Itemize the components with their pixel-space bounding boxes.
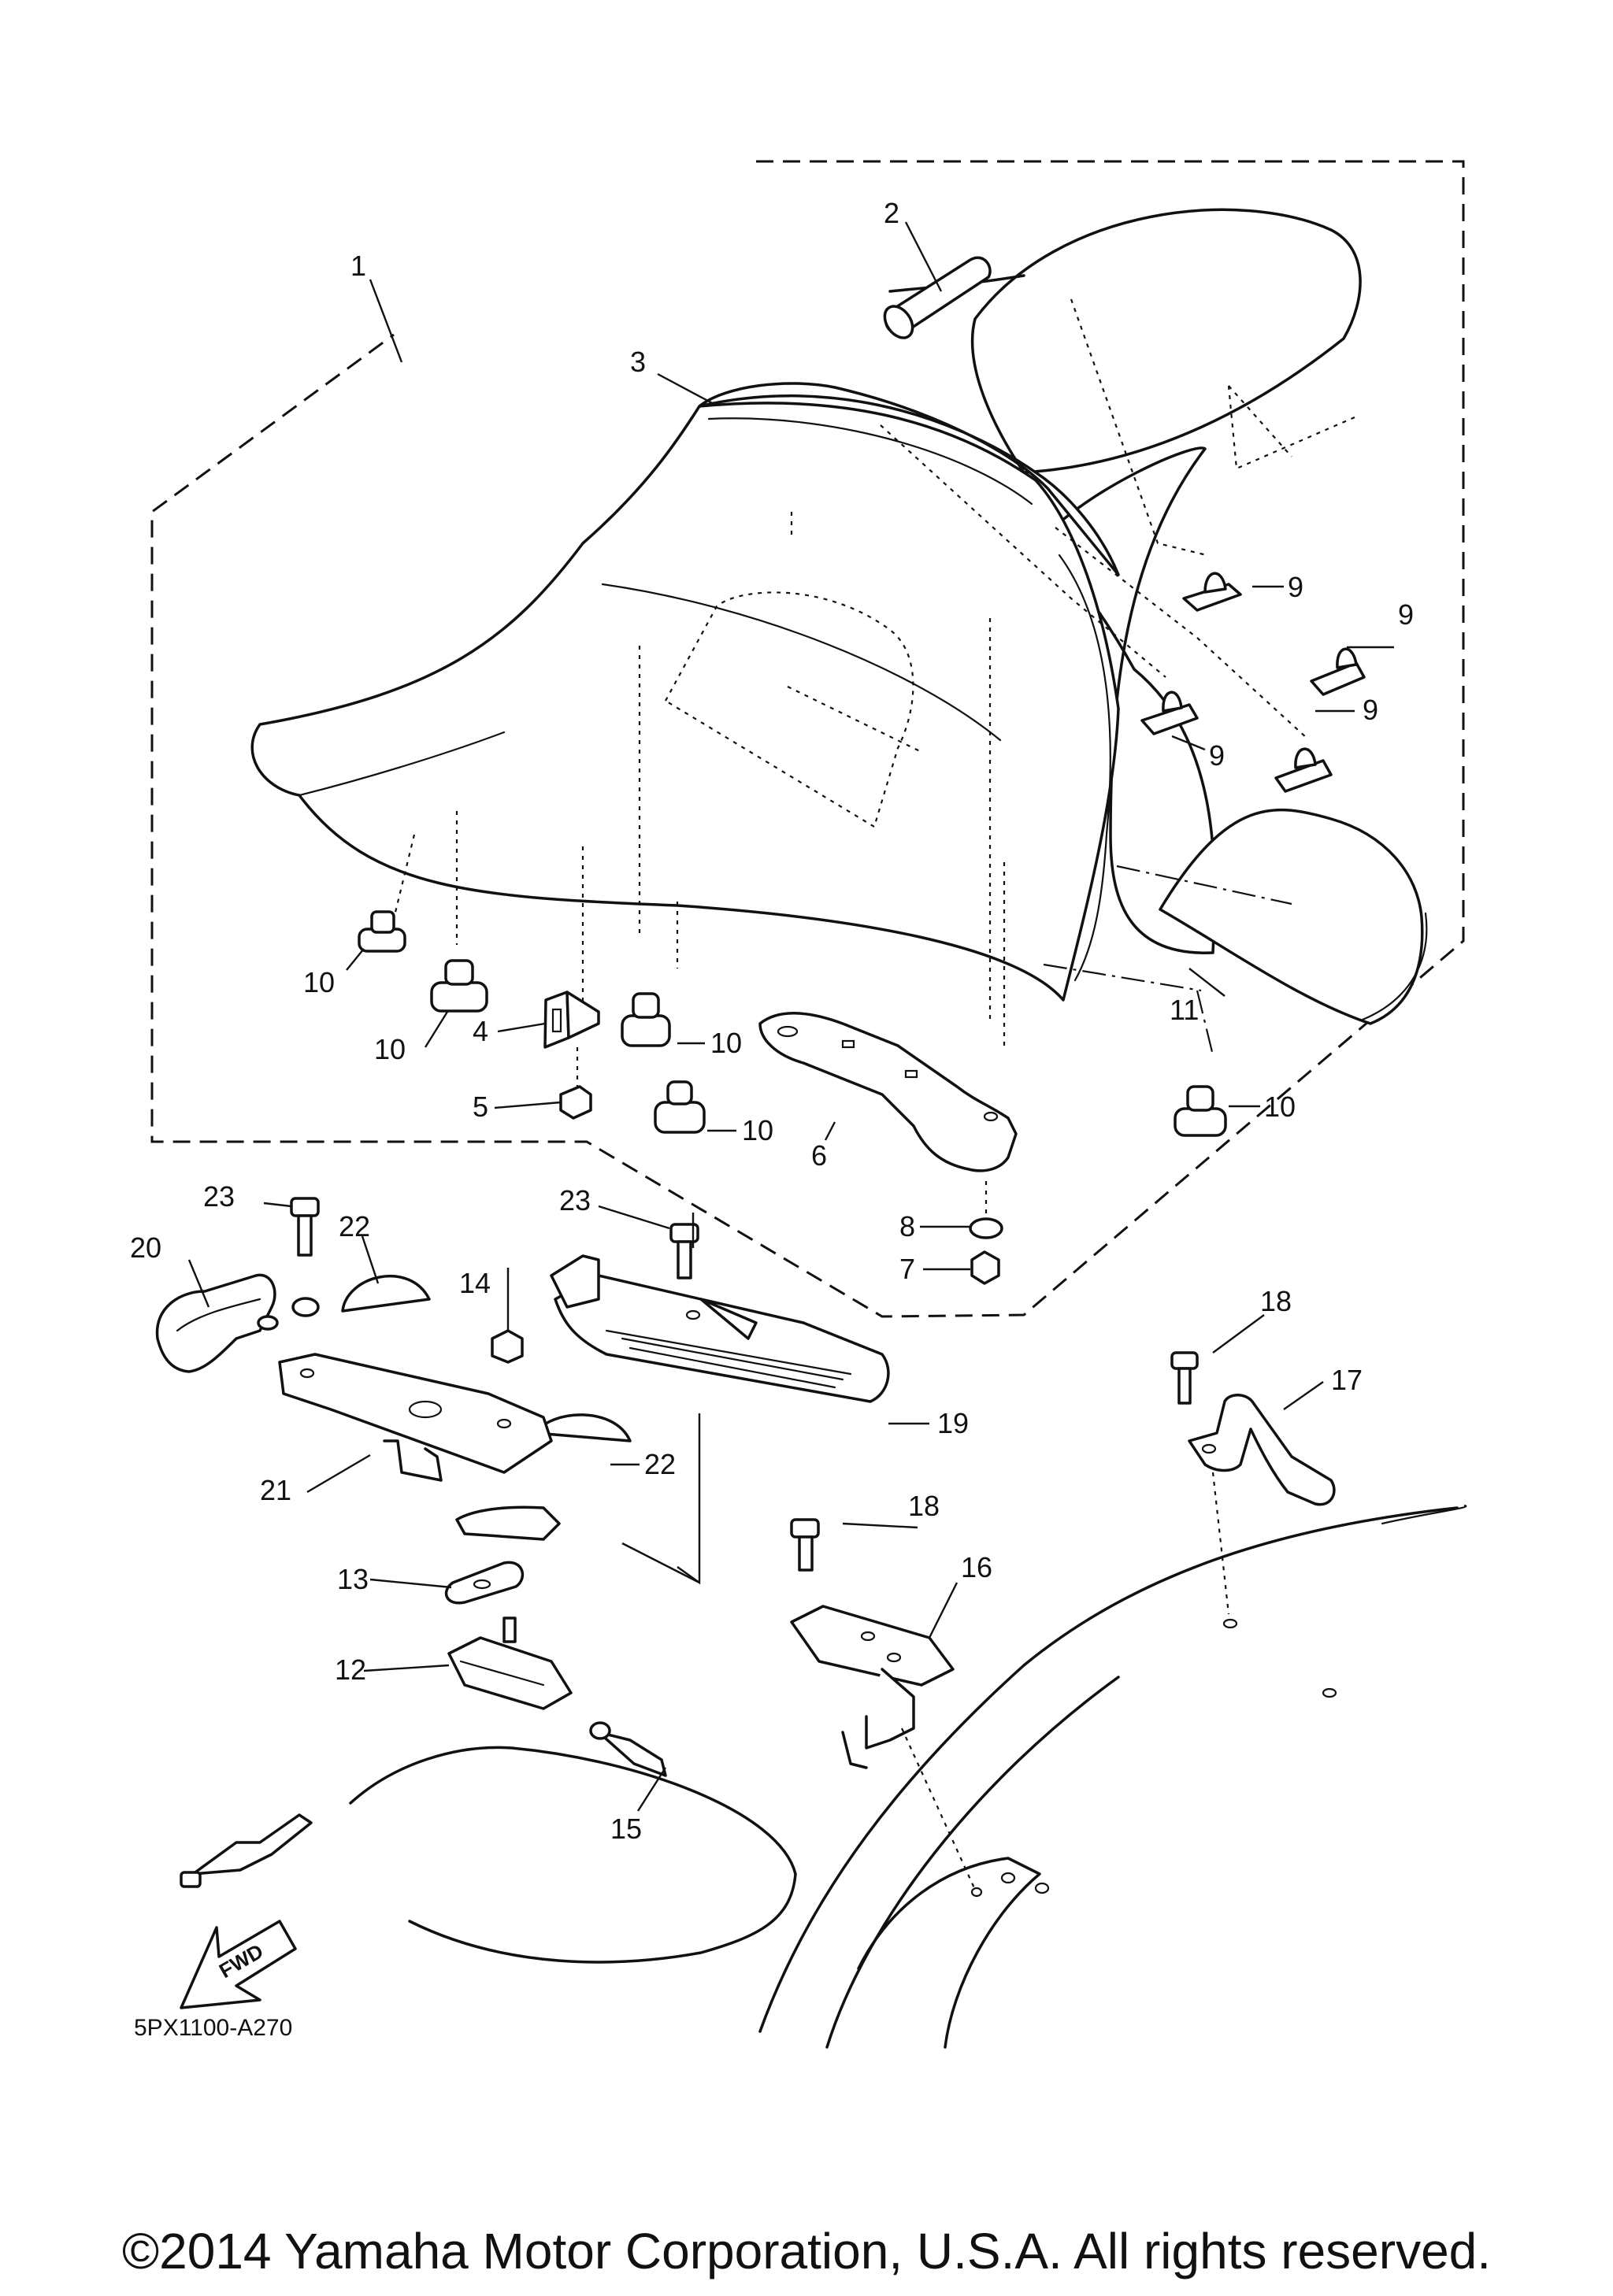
pan-outline [664,591,914,828]
bracket [543,991,600,1049]
callout-9: 9 [1288,571,1303,603]
callout-10: 10 [303,966,335,998]
callout-1: 1 [350,250,366,282]
damper [654,1080,706,1134]
hook-bracket [790,1605,955,1769]
callout-2: 2 [884,197,899,229]
diagram-code: 5PX1100-A270 [134,2015,292,2041]
clip [1274,747,1333,793]
lock-plate [444,1561,525,1605]
damper [358,910,406,953]
callout-18: 18 [1260,1285,1292,1317]
callout-9: 9 [1363,694,1378,726]
bolt [790,1518,820,1572]
callout-23: 23 [559,1184,591,1217]
callout-5: 5 [473,1091,488,1123]
callout-10: 10 [710,1027,742,1059]
stay [758,1012,1018,1172]
lock [447,1616,573,1710]
hook [155,1273,320,1373]
bolt [1170,1351,1199,1405]
callout-10: 10 [374,1033,406,1065]
callout-22: 22 [339,1210,370,1242]
callout-10: 10 [1264,1091,1296,1123]
callout-21: 21 [260,1474,291,1506]
bolt [290,1197,320,1257]
plate [550,1254,890,1403]
callout-19: 19 [937,1407,969,1439]
callout-8: 8 [899,1210,915,1242]
callout-3: 3 [630,346,646,378]
callout-18: 18 [908,1490,940,1522]
damper [1174,1085,1227,1137]
pad [341,1274,431,1313]
callout-22: 22 [644,1448,676,1480]
copyright-notice: ©2014 Yamaha Motor Corporation, U.S.A. A… [121,2223,1492,2279]
callout-15: 15 [610,1813,642,1845]
callout-16: 16 [961,1551,992,1583]
callout-7: 7 [899,1253,915,1285]
clip [1140,691,1199,735]
fwd-arrow-icon: FWD [180,1920,297,2009]
callout-10: 10 [742,1114,773,1146]
callout-23: 23 [203,1180,235,1213]
grab-roll [883,256,992,339]
washer [969,1217,1003,1239]
nut [970,1250,1000,1285]
cable [180,1721,797,1964]
seat [250,208,1362,1002]
damper [430,959,488,1013]
frame [758,1504,1467,2049]
seat-assembly-boundary [150,160,1465,1318]
callout-4: 4 [473,1015,488,1047]
callout-9: 9 [1398,598,1414,631]
base-plate [278,1353,561,1541]
callout-6: 6 [811,1139,827,1172]
callout-11: 11 [1170,994,1199,1026]
clip [1310,647,1366,696]
bolt [669,1223,699,1279]
cover [1159,808,1428,1025]
callout-17: 17 [1331,1364,1363,1396]
nut [559,1085,592,1120]
callout-13: 13 [337,1563,369,1595]
callout-9: 9 [1209,739,1225,772]
damper [621,992,671,1047]
callout-12: 12 [335,1653,366,1686]
callout-14: 14 [459,1267,491,1299]
nut [491,1329,524,1364]
clip [1182,572,1242,612]
callout-20: 20 [130,1231,161,1264]
handle [1188,1394,1336,1506]
